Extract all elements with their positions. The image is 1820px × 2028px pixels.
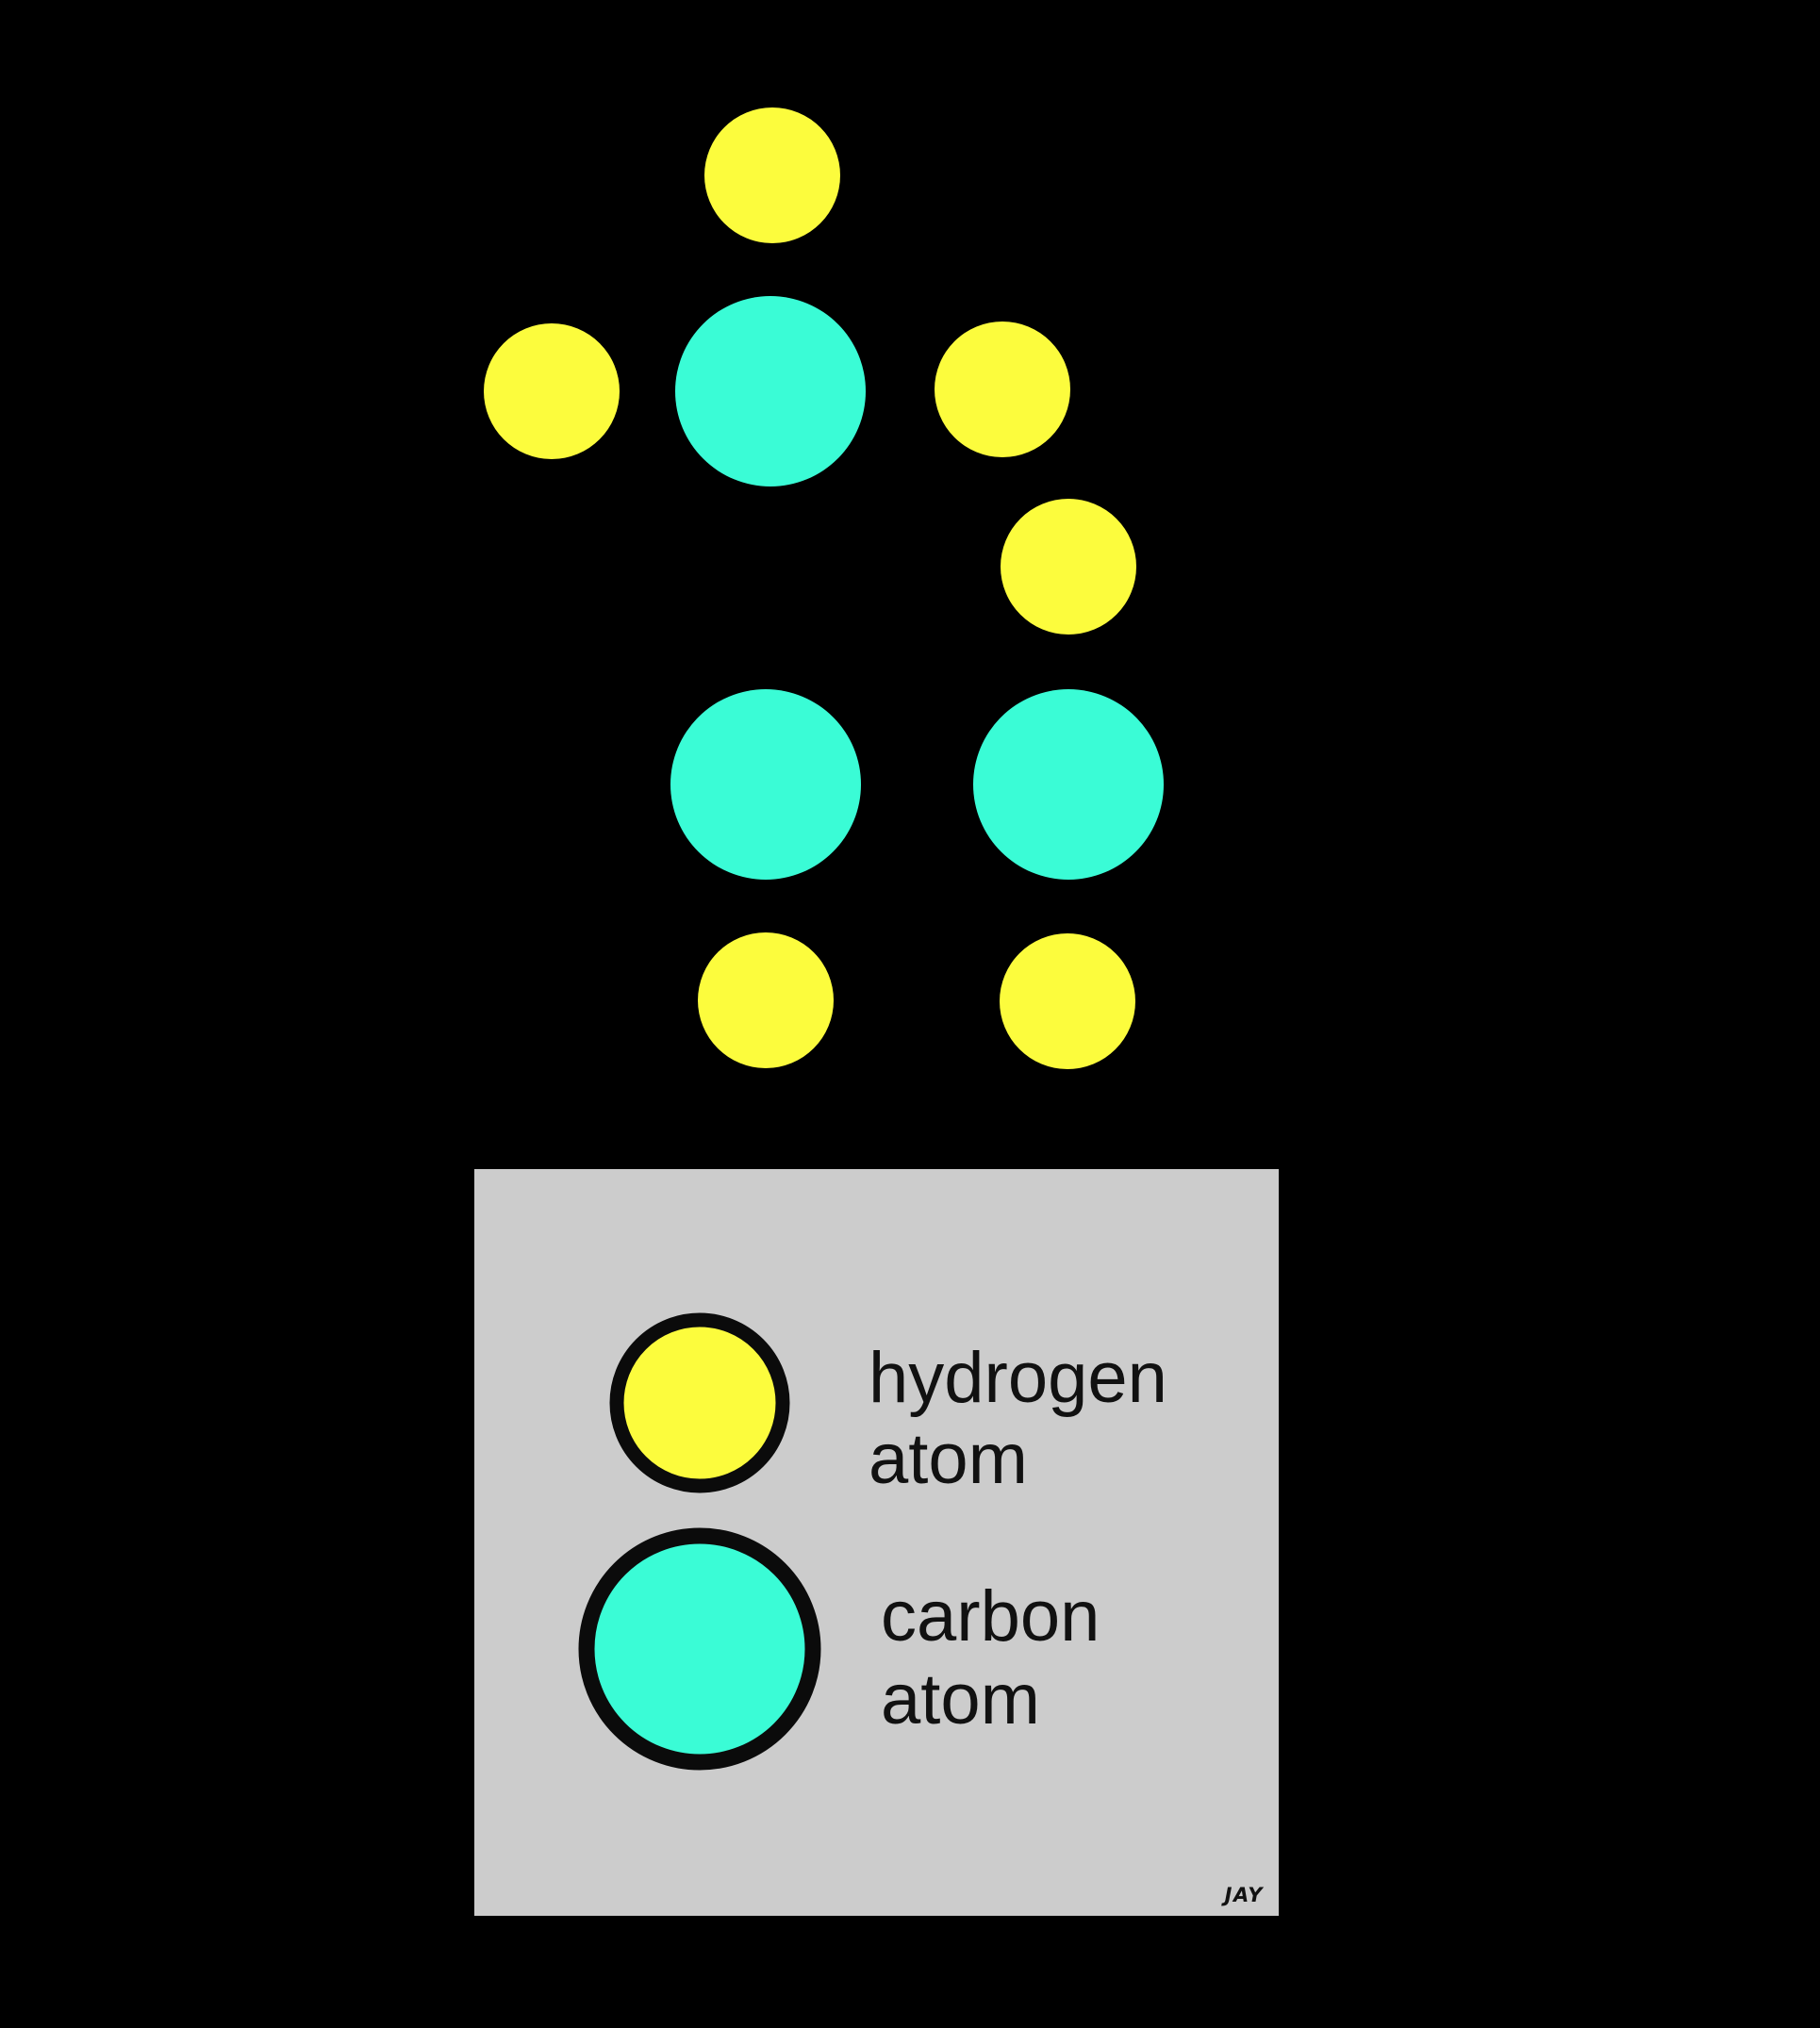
hydrogen-atom bbox=[484, 323, 620, 459]
carbon-atom bbox=[675, 296, 866, 486]
legend-carbon-label-line1: carbon bbox=[881, 1576, 1100, 1657]
hydrogen-atom bbox=[704, 107, 840, 243]
legend-box bbox=[474, 1169, 1279, 1916]
hydrogen-atom bbox=[1001, 499, 1136, 635]
legend-hydrogen-label-line1: hydrogen bbox=[869, 1338, 1167, 1418]
artist-signature: JAY bbox=[1221, 1884, 1265, 1906]
hydrogen-atom bbox=[935, 322, 1070, 457]
carbon-atom bbox=[670, 689, 861, 880]
hydrogen-atom bbox=[698, 932, 834, 1068]
carbon-atom bbox=[973, 689, 1164, 880]
legend-carbon-swatch bbox=[578, 1527, 821, 1771]
legend-hydrogen-label-line2: atom bbox=[869, 1419, 1028, 1499]
atoms-layer bbox=[484, 107, 1164, 1069]
legend-carbon-label-line2: atom bbox=[881, 1659, 1040, 1739]
hydrogen-atom bbox=[1000, 933, 1135, 1069]
legend-hydrogen-swatch bbox=[609, 1312, 790, 1493]
